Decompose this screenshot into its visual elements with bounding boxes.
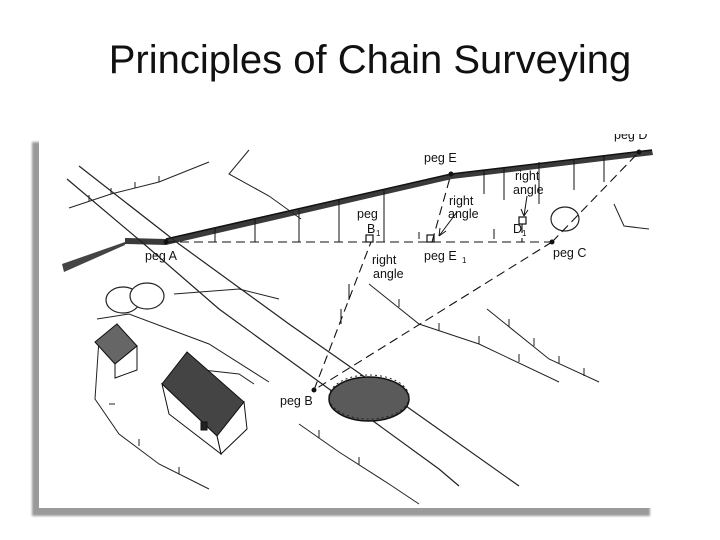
peg-b-marker [312,388,317,393]
label-peg-e: peg E [424,151,457,165]
tree-left [106,283,164,313]
offset-ticks [215,155,604,324]
label-peg-e1-sub: 1 [462,256,467,265]
chain-line-c-b [314,242,552,390]
peg-e-marker [449,172,454,177]
label-right-angle-3-line2: angle [373,267,404,281]
label-right-angle-3-line1: right [372,253,397,267]
pond [329,375,409,421]
peg-c-marker [550,240,555,245]
label-peg-b1-line1: peg [357,207,378,221]
label-peg-d1: D [513,222,522,236]
label-peg-b1-sub: 1 [376,229,381,238]
label-right-angle-2-line1: right [515,169,540,183]
label-peg-d1-sub: 1 [522,229,527,238]
shed [95,324,137,378]
label-peg-c: peg C [553,246,586,260]
label-peg-b: peg B [280,394,313,408]
chain-survey-diagram: peg A peg B peg C peg D peg E peg B 1 pe… [39,134,659,508]
label-peg-a: peg A [145,249,178,263]
label-peg-e1: peg E [424,249,457,263]
fences [69,150,649,504]
label-peg-d: peg D [614,134,647,142]
house [162,352,247,454]
peg-a-marker [164,240,169,245]
label-right-angle-2-line2: angle [513,183,544,197]
label-peg-b1-line2: B [367,222,375,236]
peg-d-marker [637,150,642,155]
chain-line-b-b1 [314,242,371,390]
right-angle-markers [366,217,526,242]
label-right-angle-1-line1: right [449,194,474,208]
label-right-angle-1-line2: angle [448,207,479,221]
slide-title: Principles of Chain Surveying [0,38,720,83]
